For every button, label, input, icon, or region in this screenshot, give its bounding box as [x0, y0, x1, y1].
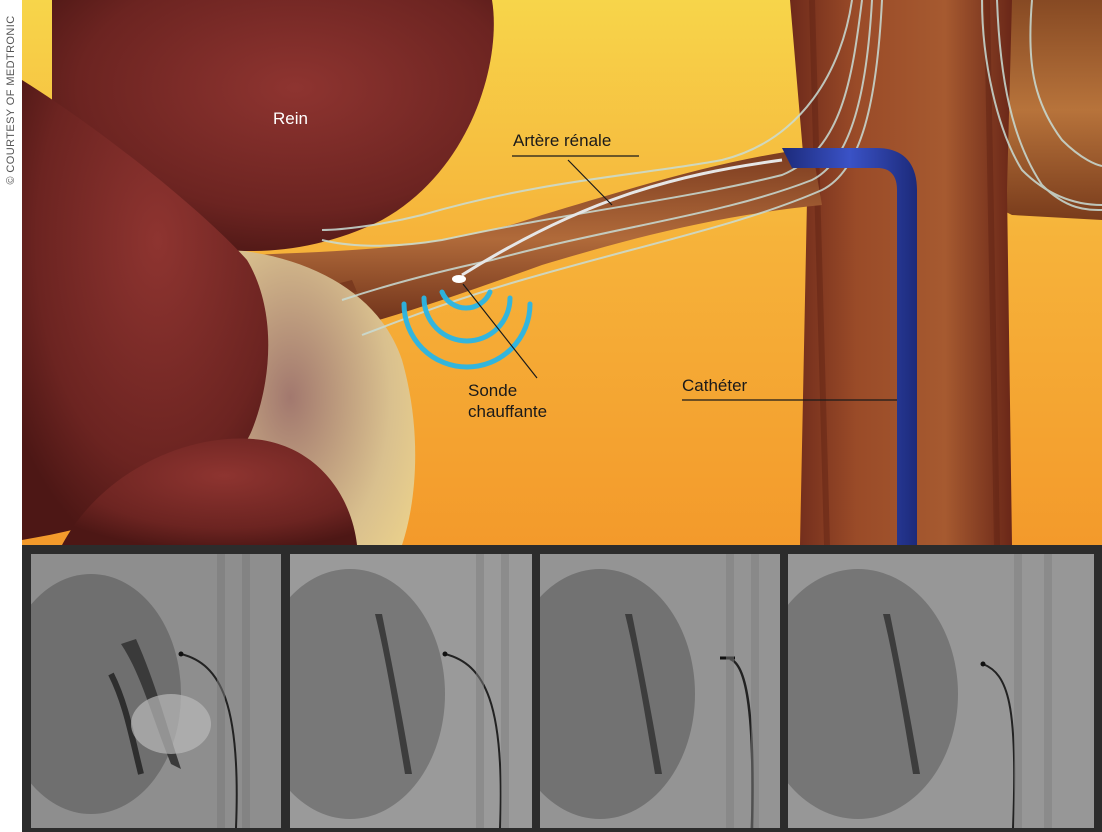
- photo-credit: © COURTESY OF MEDTRONIC: [0, 0, 22, 545]
- illustration-canvas: [22, 0, 1102, 545]
- fluoroscopy-panel-3: [540, 554, 780, 828]
- label-heating-probe-line2: chauffante: [468, 401, 547, 422]
- renal-denervation-illustration: Rein Artère rénale Sonde chauffante Cath…: [22, 0, 1102, 545]
- photo-credit-text: © COURTESY OF MEDTRONIC: [5, 15, 17, 184]
- label-renal-artery: Artère rénale: [513, 130, 611, 151]
- fluoroscopy-strip: [22, 545, 1102, 832]
- fluoroscopy-panel-1: [31, 554, 281, 828]
- label-catheter: Cathéter: [682, 375, 747, 396]
- label-heating-probe-line1: Sonde: [468, 380, 517, 401]
- fluoroscopy-panel-4: [788, 554, 1094, 828]
- label-kidney: Rein: [273, 108, 308, 129]
- fluoroscopy-panel-2: [290, 554, 532, 828]
- heating-probe-tip: [452, 275, 466, 283]
